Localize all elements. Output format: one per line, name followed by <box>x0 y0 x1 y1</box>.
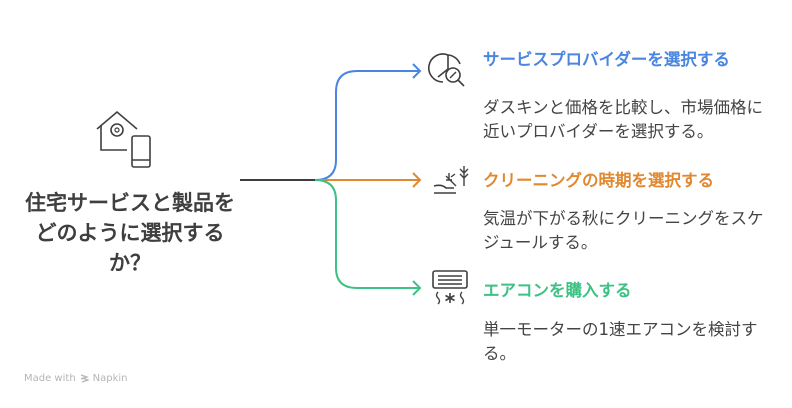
napkin-logo-icon <box>80 374 90 383</box>
arrow-head-3 <box>412 280 422 296</box>
air-conditioner-icon <box>432 270 468 305</box>
watermark-prefix: Made with <box>24 373 76 384</box>
branch-description-3: 単一モーターの1速エアコンを検討する。 <box>483 320 758 363</box>
branch-description-2: 気温が下がる秋にクリーニングをスケジュールする。 <box>483 209 764 252</box>
branch-title-3: エアコンを購入する <box>483 281 632 300</box>
smart-home-icon <box>96 110 151 168</box>
root-question: 住宅サービスと製品をどのように選択するか？ <box>25 191 235 275</box>
autumn-wind-icon <box>433 166 469 194</box>
branch-description-1: ダスキンと価格を比較し、市場価格に近いプロバイダーを選択する。 <box>483 98 764 141</box>
branch-line-3 <box>314 179 420 289</box>
branch-title-2: クリーニングの時期を選択する <box>483 171 714 190</box>
napkin-watermark: Made with Napkin <box>24 373 128 384</box>
branch-line-1 <box>314 70 420 181</box>
branch-title-1: サービスプロバイダーを選択する <box>483 50 730 69</box>
price-analysis-icon <box>428 53 465 87</box>
watermark-brand: Napkin <box>92 373 128 384</box>
arrow-head-1 <box>412 63 422 79</box>
arrow-head-2 <box>412 172 422 188</box>
